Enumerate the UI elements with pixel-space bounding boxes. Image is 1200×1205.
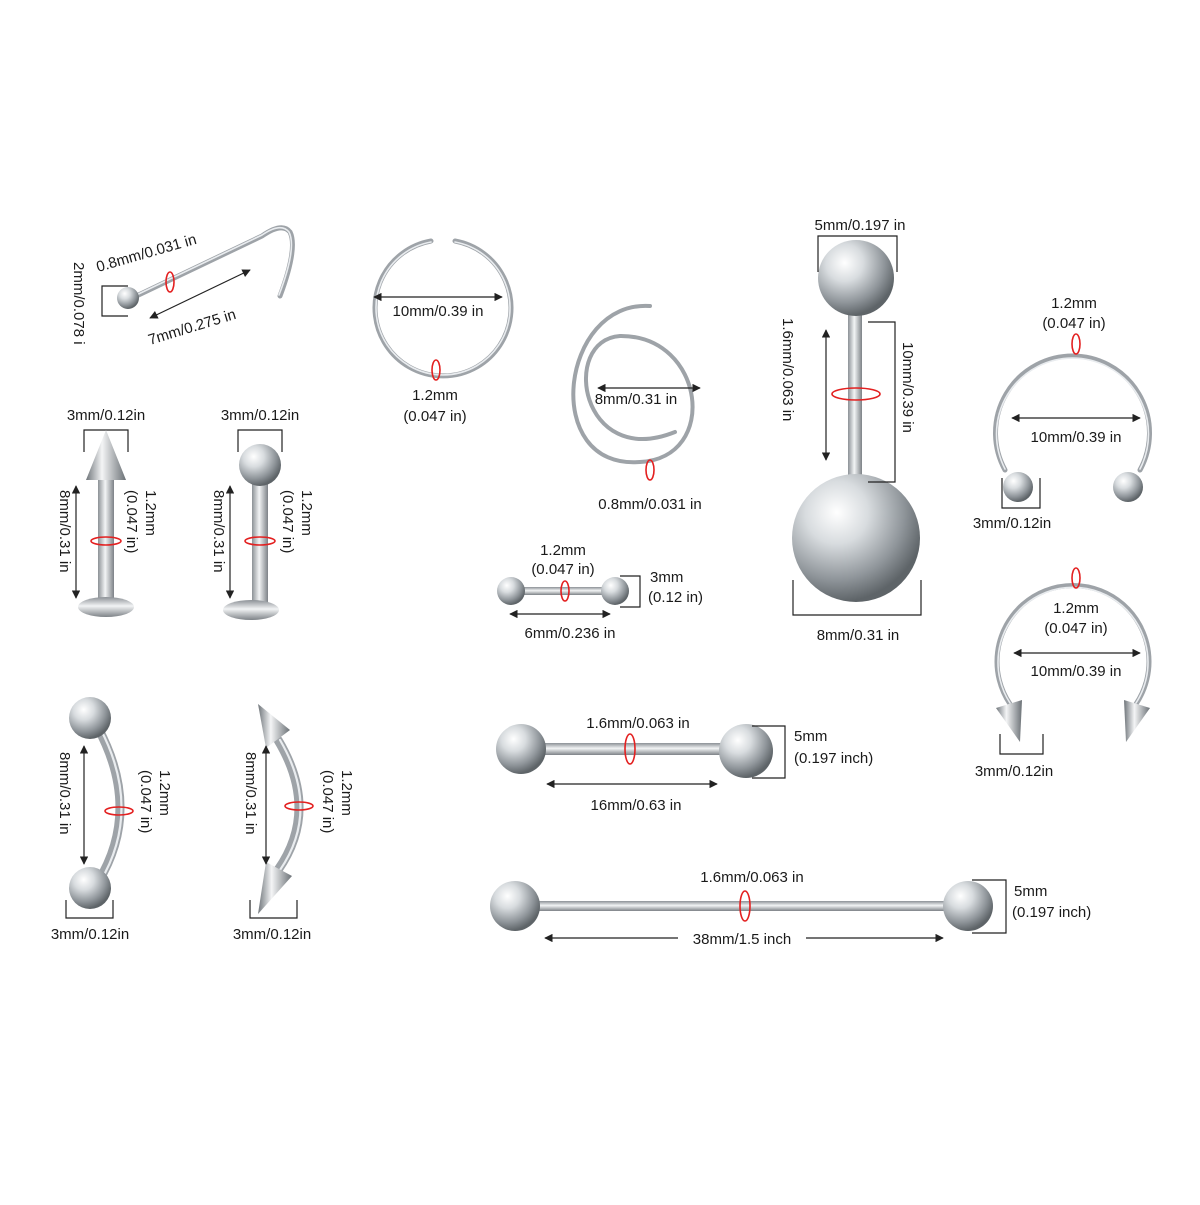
flat-back-icon bbox=[223, 600, 279, 620]
curved-spike-gauge-mm-label: 1.2mm bbox=[338, 770, 355, 816]
tongue-barbell: 1.6mm/0.063 in 5mm (0.197 inch) 16mm/0.6… bbox=[496, 715, 873, 814]
horseshoe-ring-balls: 1.2mm (0.047 in) 10mm/0.39 in 3mm/0.12in bbox=[973, 295, 1152, 532]
industrial-ball-in-label: (0.197 inch) bbox=[1012, 904, 1091, 921]
gauge-ring-icon bbox=[104, 806, 134, 816]
horseshoe1-gauge-mm-label: 1.2mm bbox=[1051, 295, 1097, 312]
labret-spike-gauge-in-label: (0.047 in) bbox=[123, 490, 140, 553]
tongue-ball-mm-label: 5mm bbox=[794, 728, 827, 745]
belly-top-ball-label: 5mm/0.197 in bbox=[815, 217, 906, 234]
gauge-ring-icon bbox=[431, 359, 441, 381]
ball-icon bbox=[497, 577, 525, 605]
curved-spike-gauge-in-label: (0.047 in) bbox=[319, 770, 336, 833]
labret-spike: 3mm/0.12in 8mm/0.31 in 1.2mm (0.047 in) bbox=[56, 407, 159, 617]
belly-button-ring: 5mm/0.197 in 1.6mm/0.063 in 10mm/0.39 in… bbox=[779, 217, 922, 644]
ball-icon bbox=[239, 444, 281, 486]
labret-spike-length-label: 8mm/0.31 in bbox=[56, 490, 73, 573]
small-barbell-ball-mm-label: 3mm bbox=[650, 569, 683, 586]
gauge-ring-icon bbox=[1071, 567, 1081, 589]
curved-spike-spike-label: 3mm/0.12in bbox=[233, 926, 311, 943]
spike-icon bbox=[996, 700, 1022, 742]
horseshoe1-diameter-label: 10mm/0.39 in bbox=[1031, 429, 1122, 446]
horseshoe2-gauge-in-label: (0.047 in) bbox=[1044, 620, 1107, 637]
gauge-ring-icon bbox=[739, 890, 751, 922]
horseshoe2-diameter-label: 10mm/0.39 in bbox=[1031, 663, 1122, 680]
nose-ball-label: 2mm/0.078 i bbox=[70, 262, 87, 345]
horseshoe2-spike-label: 3mm/0.12in bbox=[975, 763, 1053, 780]
ball-icon bbox=[69, 697, 111, 739]
nose-ball-icon bbox=[117, 287, 139, 309]
gauge-ring-icon bbox=[1071, 333, 1081, 355]
ball-icon bbox=[69, 867, 111, 909]
industrial-ball-mm-label: 5mm bbox=[1014, 883, 1047, 900]
curved-ball-length-label: 8mm/0.31 in bbox=[56, 752, 73, 835]
ball-icon bbox=[496, 724, 546, 774]
tongue-gauge-label: 1.6mm/0.063 in bbox=[586, 715, 689, 732]
industrial-barbell: 1.6mm/0.063 in 5mm (0.197 inch) 38mm/1.5… bbox=[490, 869, 1091, 948]
hoop-gauge-in-label: (0.047 in) bbox=[403, 408, 466, 425]
hoop-diameter-label: 10mm/0.39 in bbox=[393, 303, 484, 320]
ball-icon bbox=[490, 881, 540, 931]
ball-icon bbox=[1113, 472, 1143, 502]
bottom-ball-icon bbox=[792, 474, 920, 602]
belly-bottom-ball-label: 8mm/0.31 in bbox=[817, 627, 900, 644]
horseshoe2-gauge-mm-label: 1.2mm bbox=[1053, 600, 1099, 617]
labret-spike-top-label: 3mm/0.12in bbox=[67, 407, 145, 424]
tongue-ball-in-label: (0.197 inch) bbox=[794, 750, 873, 767]
tongue-length-label: 16mm/0.63 in bbox=[591, 797, 682, 814]
spiral-diameter-label: 8mm/0.31 in bbox=[595, 391, 678, 408]
labret-ball-gauge-mm-label: 1.2mm bbox=[298, 490, 315, 536]
ball-icon bbox=[719, 724, 773, 778]
gauge-ring-icon bbox=[645, 459, 655, 481]
gauge-ring-icon bbox=[284, 801, 314, 811]
small-barbell-ball-in-label: (0.12 in) bbox=[648, 589, 703, 606]
labret-spike-gauge-mm-label: 1.2mm bbox=[142, 490, 159, 536]
labret-ball-length-label: 8mm/0.31 in bbox=[210, 490, 227, 573]
horseshoe1-ball-label: 3mm/0.12in bbox=[973, 515, 1051, 532]
seamless-hoop: 10mm/0.39 in 1.2mm (0.047 in) bbox=[372, 238, 514, 425]
labret-ball-gauge-in-label: (0.047 in) bbox=[279, 490, 296, 553]
ball-icon bbox=[601, 577, 629, 605]
labret-ball-top-label: 3mm/0.12in bbox=[221, 407, 299, 424]
curved-barbell-balls: 8mm/0.31 in 1.2mm (0.047 in) 3mm/0.12in bbox=[51, 697, 173, 943]
curved-spike-length-label: 8mm/0.31 in bbox=[242, 752, 259, 835]
small-barbell-gauge-mm-label: 1.2mm bbox=[540, 542, 586, 559]
industrial-length-label: 38mm/1.5 inch bbox=[693, 931, 791, 948]
belly-gauge-label: 1.6mm/0.063 in bbox=[779, 318, 796, 421]
double-spiral-hoop: 8mm/0.31 in 0.8mm/0.031 in bbox=[571, 303, 702, 513]
gauge-ring-icon bbox=[624, 733, 636, 765]
horseshoe1-gauge-in-label: (0.047 in) bbox=[1042, 315, 1105, 332]
horseshoe-ring-spikes: 1.2mm (0.047 in) 10mm/0.39 in 3mm/0.12in bbox=[975, 567, 1152, 780]
curved-ball-ball-label: 3mm/0.12in bbox=[51, 926, 129, 943]
spike-icon bbox=[86, 430, 126, 480]
spike-icon bbox=[258, 704, 290, 748]
small-barbell-length-label: 6mm/0.236 in bbox=[525, 625, 616, 642]
top-ball-icon bbox=[818, 240, 894, 316]
gauge-ring-icon bbox=[244, 536, 276, 546]
spike-icon bbox=[1124, 700, 1150, 742]
curved-barbell-spikes: 8mm/0.31 in 1.2mm (0.047 in) 3mm/0.12in bbox=[233, 704, 355, 943]
small-barbell: 1.2mm (0.047 in) 3mm (0.12 in) 6mm/0.236… bbox=[497, 542, 703, 642]
spike-icon bbox=[258, 862, 292, 914]
nose-length-label: 7mm/0.275 in bbox=[146, 306, 238, 349]
flat-back-icon bbox=[78, 597, 134, 617]
spiral-gauge-label: 0.8mm/0.031 in bbox=[598, 496, 701, 513]
belly-length-label: 10mm/0.39 in bbox=[899, 342, 916, 433]
labret-ball: 3mm/0.12in 8mm/0.31 in 1.2mm (0.047 in) bbox=[210, 407, 315, 620]
gauge-ring-icon bbox=[90, 536, 122, 546]
ball-icon bbox=[943, 881, 993, 931]
nose-gauge-label: 0.8mm/0.031 in bbox=[94, 231, 198, 276]
gauge-ring-icon bbox=[560, 580, 570, 602]
curved-ball-gauge-mm-label: 1.2mm bbox=[156, 770, 173, 816]
ball-icon bbox=[1003, 472, 1033, 502]
small-barbell-gauge-in-label: (0.047 in) bbox=[531, 561, 594, 578]
curved-ball-gauge-in-label: (0.047 in) bbox=[137, 770, 154, 833]
gauge-ring-icon bbox=[831, 387, 881, 401]
hoop-gauge-mm-label: 1.2mm bbox=[412, 387, 458, 404]
industrial-gauge-label: 1.6mm/0.063 in bbox=[700, 869, 803, 886]
nose-screw: 0.8mm/0.031 in 2mm/0.078 i 7mm/0.275 in bbox=[70, 225, 295, 349]
